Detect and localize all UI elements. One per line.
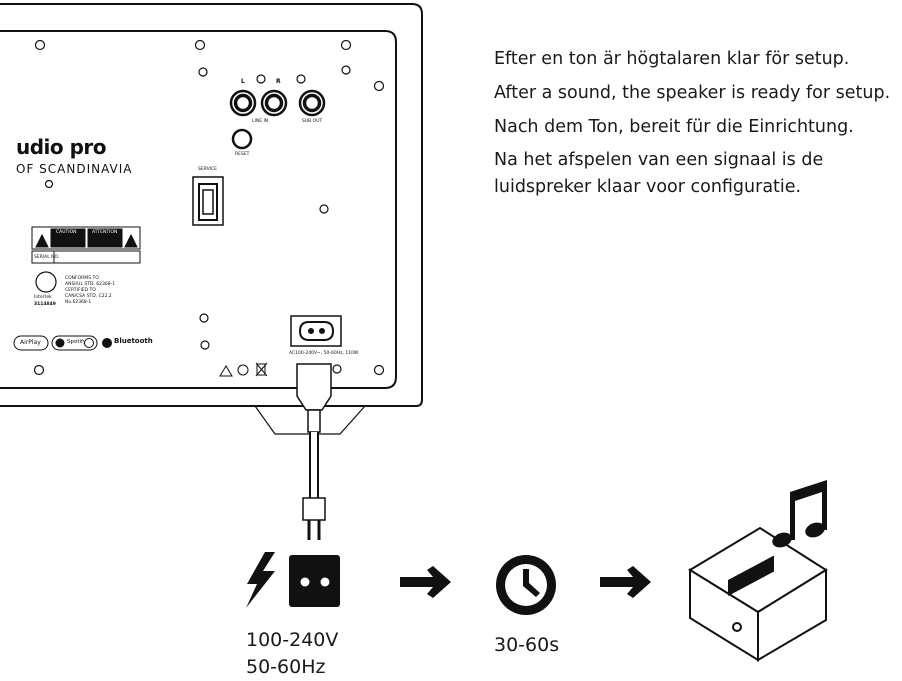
- ac-power-inlet: [290, 315, 342, 347]
- label-caution: CAUTION: [56, 230, 77, 235]
- etl-mark: [35, 271, 57, 293]
- instruction-swedish: Efter en ton är högtalaren klar för setu…: [494, 49, 850, 69]
- label-service: SERVICE: [198, 167, 217, 172]
- label-r: R: [276, 78, 281, 85]
- caption-wait-time: 30-60s: [494, 634, 560, 656]
- label-line-in: LINE IN: [252, 119, 269, 124]
- caption-frequency: 50-60Hz: [246, 656, 326, 678]
- instruction-german: Nach dem Ton, bereit für die Einrichtung…: [494, 117, 854, 137]
- rca-connectors: [229, 74, 326, 150]
- arrow-right-icon: [600, 566, 651, 598]
- label-intertek: Intertek: [34, 295, 52, 300]
- label-attention: ATTENTION: [92, 230, 118, 235]
- label-certified-no: No.62368-1: [65, 300, 92, 305]
- music-note-icon: [772, 480, 827, 548]
- certification-marks: [219, 362, 268, 377]
- airplay-logo: AirPlay: [20, 339, 41, 346]
- label-reset: RESET: [235, 152, 250, 157]
- label-conforms: CONFORMS TO: [65, 276, 99, 281]
- lightning-icon: [246, 552, 275, 608]
- power-rating-label: AC100-240V~, 50-60Hz, 110W: [289, 351, 359, 356]
- spotify-logo: Spotify: [67, 339, 87, 345]
- usb-service-port: [192, 176, 224, 226]
- label-l: L: [241, 78, 245, 85]
- bluetooth-logo: Bluetooth: [114, 337, 153, 345]
- speaker-icon: [688, 526, 828, 662]
- clock-icon: [496, 555, 556, 615]
- label-sub-out: SUB OUT: [302, 119, 323, 124]
- label-certified-std: CAN/CSA STD. C22.2: [65, 294, 112, 299]
- label-intertek-no: 3114849: [34, 302, 56, 307]
- speaker-rear-body: [0, 3, 423, 435]
- brand-subtitle: OF SCANDINAVIA: [16, 162, 133, 176]
- label-conforms-std: ANSI/UL STD. 62368-1: [65, 282, 116, 287]
- instruction-english: After a sound, the speaker is ready for …: [494, 83, 891, 103]
- label-certified: CERTIFIED TO: [65, 288, 96, 293]
- power-outlet-icon: [289, 555, 340, 607]
- label-serial: SERIAL NO.: [34, 255, 60, 260]
- instruction-dutch-line1: Na het afspelen van een signaal is de: [494, 150, 824, 170]
- power-cable: [296, 363, 332, 540]
- arrow-right-icon: [400, 566, 451, 598]
- screw-holes: [33, 39, 385, 376]
- brand-logo: udio pro: [16, 135, 107, 159]
- instruction-dutch-line2: luidspreker klaar voor configuratie.: [494, 177, 802, 197]
- caption-voltage: 100-240V: [246, 629, 339, 651]
- logo-badges: [13, 335, 112, 351]
- warning-labels: [31, 226, 141, 264]
